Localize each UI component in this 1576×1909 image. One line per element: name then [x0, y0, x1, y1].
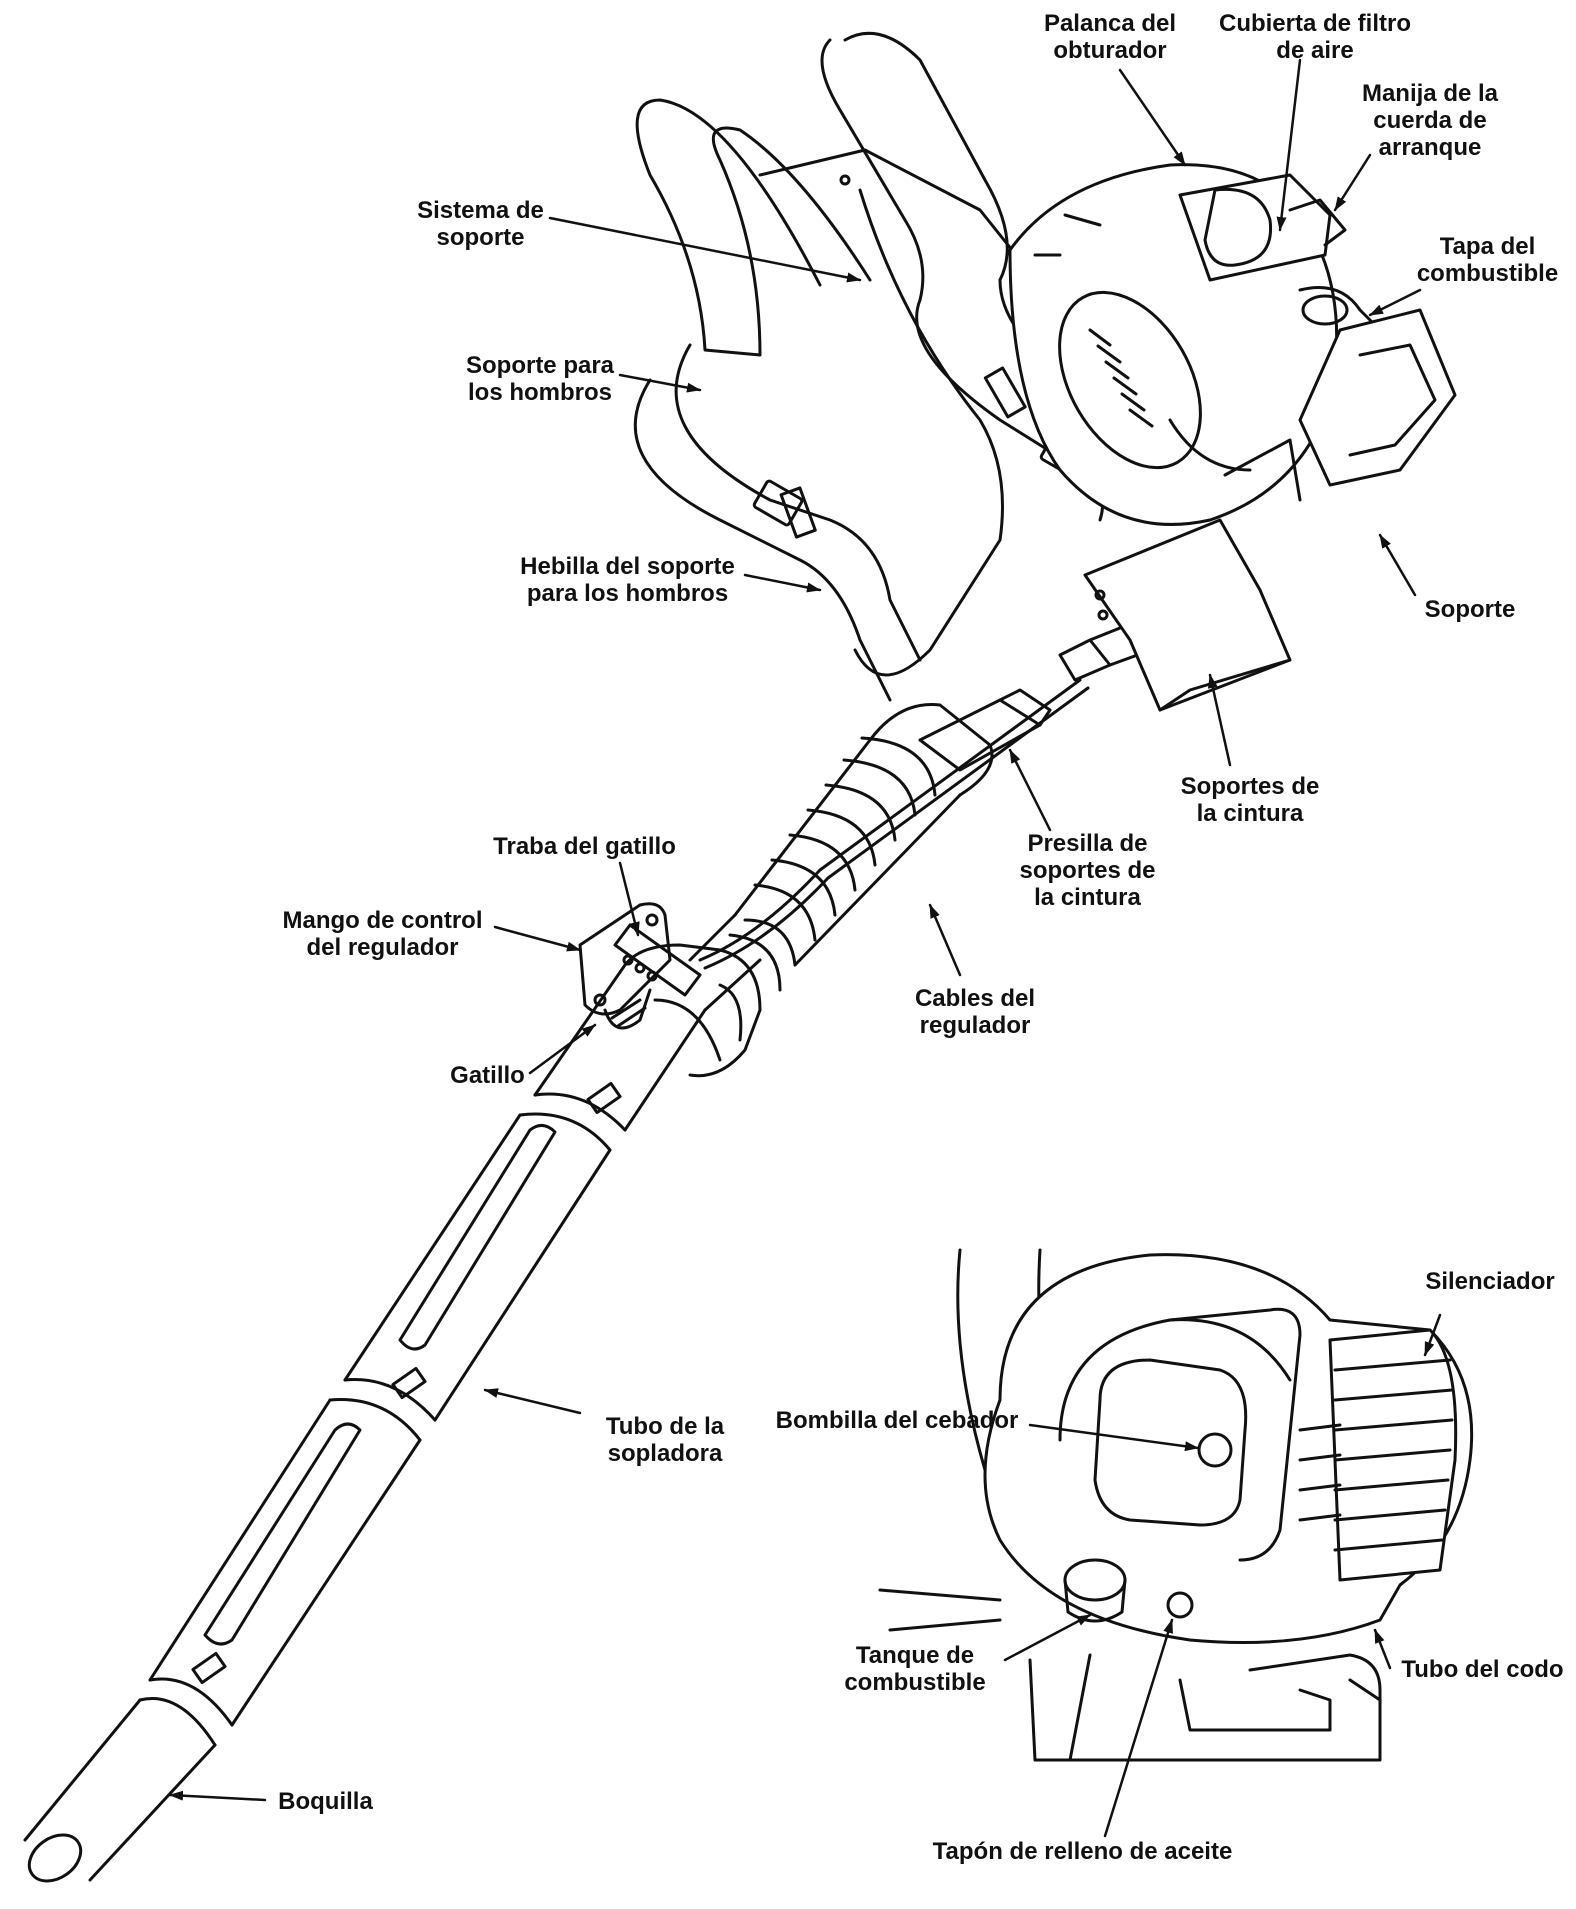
- label-mango-de-control-del-regulador: Mango de control del regulador: [282, 907, 483, 961]
- label-traba-del-gatillo: Traba del gatillo: [493, 833, 676, 860]
- throttle-handle-drawing: [578, 902, 762, 1078]
- label-tubo-de-la-sopladora: Tubo de la sopladora: [605, 1413, 725, 1467]
- label-soportes-de-la-cintura: Soportes de la cintura: [1180, 773, 1320, 827]
- throttle-cables-drawing: [698, 678, 1090, 970]
- label-silenciador: Silenciador: [1425, 1268, 1555, 1295]
- label-palanca-del-obturador: Palanca del obturador: [1043, 10, 1177, 64]
- label-tapon-de-relleno-de-aceite: Tapón de relleno de aceite: [932, 1838, 1233, 1865]
- blower-tube-drawing: [23, 963, 707, 1883]
- label-tapa-del-combustible: Tapa del combustible: [1416, 233, 1559, 287]
- waist-strap-drawing: [918, 518, 1292, 772]
- engine-top-drawing: [1008, 163, 1457, 526]
- label-presilla-soportes-cintura: Presilla de soportes de la cintura: [1019, 830, 1156, 911]
- label-hebilla-del-soporte: Hebilla del soporte para los hombros: [520, 553, 735, 607]
- label-cables-del-regulador: Cables del regulador: [914, 985, 1036, 1039]
- label-soporte: Soporte: [1424, 596, 1516, 623]
- leader-lines: [168, 58, 1442, 1838]
- label-sistema-de-soporte: Sistema de soporte: [417, 197, 544, 251]
- flex-hose-drawing: [688, 702, 994, 1012]
- label-gatillo: Gatillo: [450, 1062, 525, 1089]
- engine-inset-drawing: [878, 1248, 1474, 1762]
- label-bombilla-del-cebador: Bombilla del cebador: [775, 1407, 1019, 1434]
- label-boquilla: Boquilla: [278, 1788, 373, 1815]
- label-cubierta-filtro-aire: Cubierta de filtro de aire: [1218, 10, 1411, 64]
- label-tanque-de-combustible: Tanque de combustible: [844, 1642, 986, 1696]
- label-manija-cuerda-arranque: Manija de la cuerda de arranque: [1361, 80, 1499, 161]
- label-soporte-para-los-hombros: Soporte para los hombros: [465, 352, 615, 406]
- label-tubo-del-codo: Tubo del codo: [1401, 1656, 1564, 1683]
